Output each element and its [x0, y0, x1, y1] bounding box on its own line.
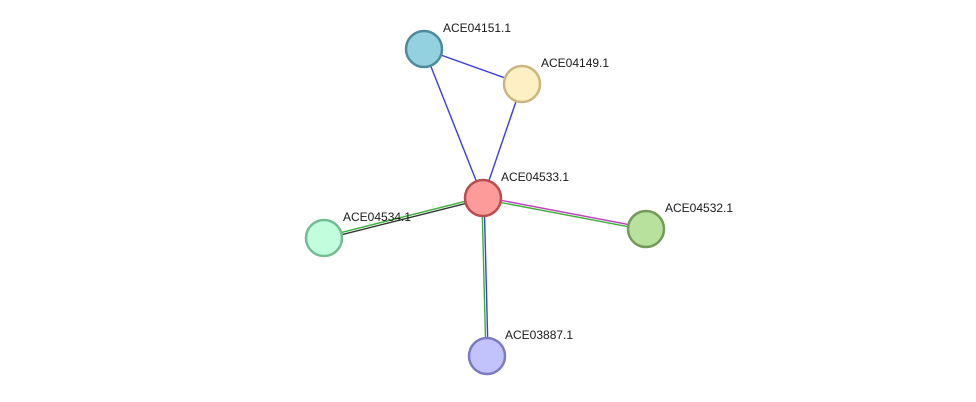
node-ACE04533.1[interactable]	[463, 178, 503, 218]
edges-layer	[323, 48, 647, 357]
edge-ACE04533.1-ACE04534.1-0	[324, 198, 484, 240]
node-label-ACE04151.1: ACE04151.1	[443, 21, 511, 35]
edge-ACE04149.1-ACE04533.1-0	[482, 83, 523, 199]
node-label-ACE04149.1: ACE04149.1	[541, 56, 609, 70]
edge-ACE04533.1-ACE03887.1-1	[481, 198, 487, 357]
node-ACE04151.1[interactable]	[404, 29, 444, 69]
node-ACE04532.1[interactable]	[626, 209, 666, 249]
node-ACE03887.1[interactable]	[467, 336, 507, 376]
edge-ACE04151.1-ACE04533.1-0	[423, 48, 484, 199]
labels-layer: ACE04151.1ACE04149.1ACE04533.1ACE04534.1…	[343, 21, 733, 342]
edge-ACE04533.1-ACE03887.1-0	[483, 197, 489, 356]
edge-ACE04533.1-ACE04534.1-1	[323, 196, 483, 238]
node-label-ACE04534.1: ACE04534.1	[343, 210, 411, 224]
node-label-ACE04533.1: ACE04533.1	[501, 170, 569, 184]
nodes-layer	[304, 29, 666, 376]
edge-ACE04533.1-ACE04532.1-1	[482, 198, 646, 231]
node-label-ACE04532.1: ACE04532.1	[665, 201, 733, 215]
node-ACE04149.1[interactable]	[502, 64, 542, 104]
node-label-ACE03887.1: ACE03887.1	[505, 328, 573, 342]
node-ACE04534.1[interactable]	[304, 218, 344, 258]
edge-ACE04533.1-ACE04532.1-0	[483, 196, 647, 229]
